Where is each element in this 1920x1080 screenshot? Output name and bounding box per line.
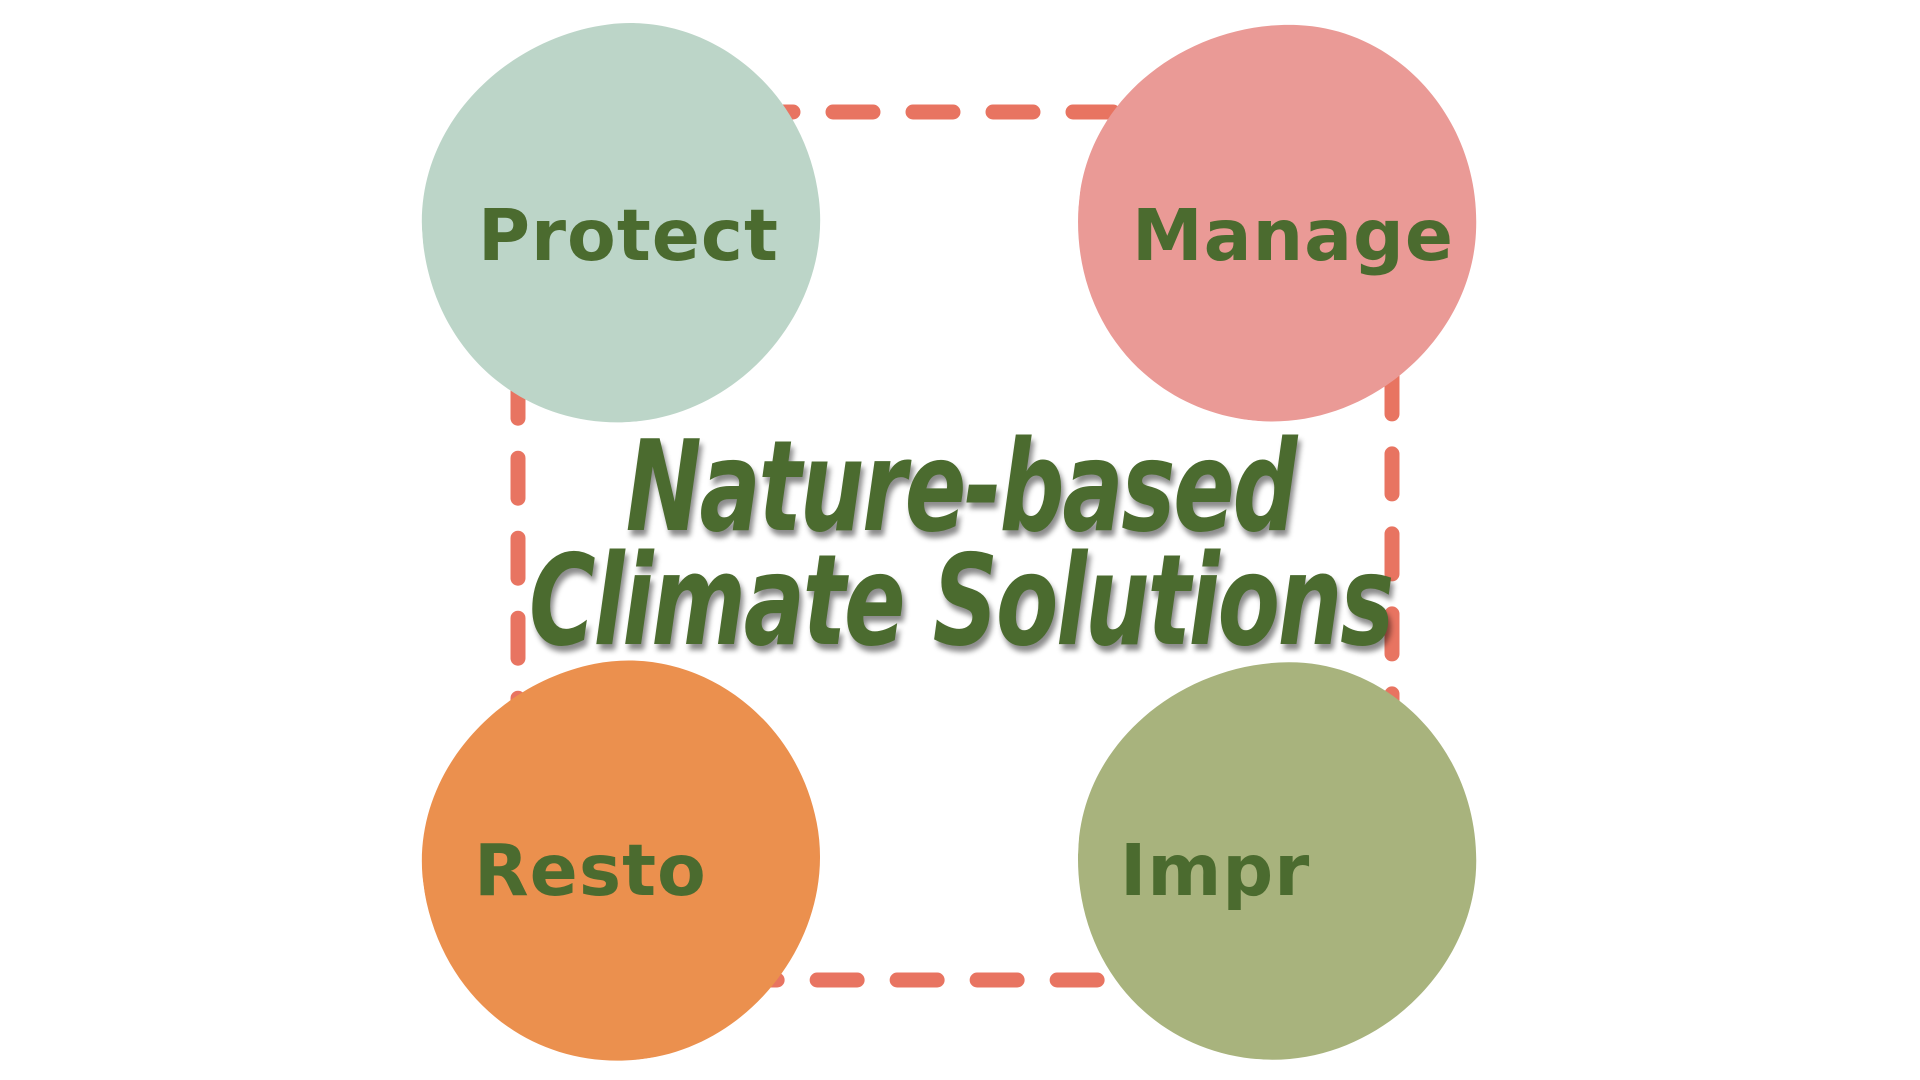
- node-label-improve: Impr: [1120, 829, 1311, 912]
- node-label-protect: Protect: [478, 194, 779, 277]
- title-line-1: Nature-based: [625, 413, 1298, 560]
- title-line-2: Climate Solutions: [529, 527, 1394, 674]
- diagram-title: Nature-based Climate Solutions: [269, 413, 1651, 674]
- node-protect: [421, 22, 822, 423]
- node-label-restore: Resto: [474, 829, 707, 912]
- node-label-manage: Manage: [1132, 194, 1454, 277]
- blob-shape-restore: [421, 660, 821, 1061]
- node-improve: [1078, 660, 1478, 1060]
- dashed-loop-path: [510, 104, 1400, 988]
- blob-shape-manage: [1078, 24, 1477, 422]
- blob-shape-improve: [1078, 662, 1477, 1060]
- node-manage: [1078, 22, 1478, 422]
- node-restore: [421, 660, 822, 1061]
- blob-shape-protect: [421, 23, 821, 423]
